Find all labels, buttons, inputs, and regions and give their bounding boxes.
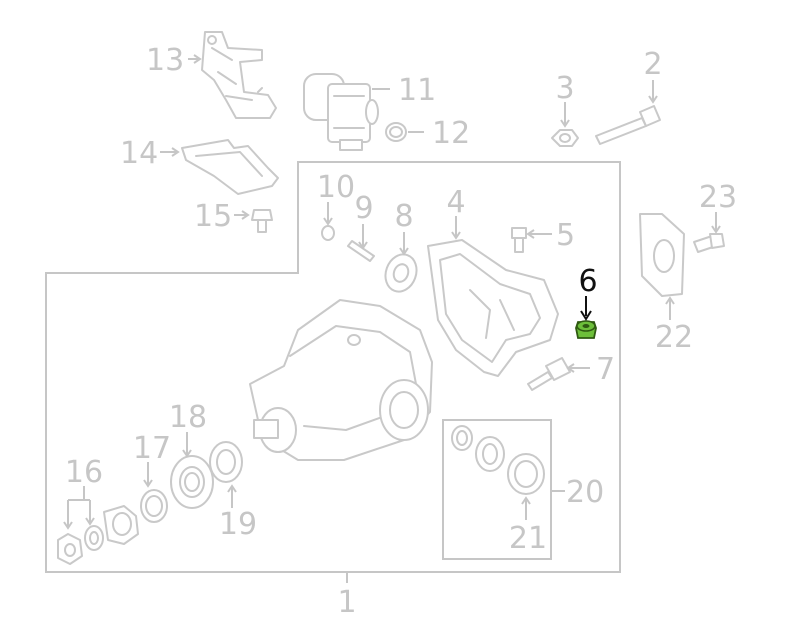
leader-2-arrow <box>648 95 658 104</box>
leader-18-arrow <box>182 449 192 458</box>
leader-5-arrow <box>526 229 535 239</box>
leader-22-arrow <box>665 296 675 305</box>
part-7-sensor[interactable] <box>527 357 571 391</box>
callout-11: 11 <box>398 73 436 108</box>
leader-8-arrow <box>399 247 409 256</box>
callout-5: 5 <box>556 218 575 253</box>
part-21-bearing[interactable] <box>507 453 545 495</box>
part-5-bolt[interactable] <box>511 227 527 253</box>
part-3-nut[interactable] <box>551 129 579 147</box>
leader-17-arrow <box>143 479 153 488</box>
assembly-20-outline <box>442 419 552 560</box>
part-12-o-ring[interactable] <box>385 122 407 142</box>
callout-6: 6 <box>578 264 597 299</box>
callout-10: 10 <box>317 170 355 205</box>
callout-16: 16 <box>65 455 103 490</box>
part-1-differential-housing[interactable] <box>249 299 433 461</box>
leader-7-arrow <box>566 363 575 373</box>
callout-18: 18 <box>169 400 207 435</box>
callout-9: 9 <box>354 191 373 226</box>
callout-17: 17 <box>133 431 171 466</box>
part-14-heat-shield[interactable] <box>181 139 279 195</box>
callout-4: 4 <box>446 185 465 220</box>
callout-1: 1 <box>337 585 356 620</box>
part-22-mount[interactable] <box>639 213 685 297</box>
leader-4-arrow <box>451 231 461 240</box>
part-11-actuator[interactable] <box>303 73 379 151</box>
callout-13: 13 <box>146 43 184 78</box>
callout-19: 19 <box>219 507 257 542</box>
callout-8: 8 <box>394 199 413 234</box>
leader-21-arrow <box>521 496 531 505</box>
callout-2: 2 <box>643 47 662 82</box>
part-8-flange[interactable] <box>380 250 421 296</box>
callout-14: 14 <box>120 136 158 171</box>
part-15-bolt[interactable] <box>251 209 273 233</box>
part-6-plug[interactable] <box>575 320 597 339</box>
leader-3-arrow <box>560 119 570 128</box>
leader-19-arrow <box>227 484 237 493</box>
leader-15-arrow <box>241 210 250 220</box>
part-10-washer[interactable] <box>321 225 335 241</box>
callout-21: 21 <box>509 521 547 556</box>
callout-7: 7 <box>596 352 615 387</box>
leader-13-arrow <box>193 54 202 64</box>
leader-10-arrow <box>323 217 333 226</box>
leader-23-arrow <box>711 225 721 234</box>
part-23-bolt[interactable] <box>693 233 725 253</box>
assembly-1-outline <box>45 161 621 573</box>
leader-14-arrow <box>171 147 180 157</box>
callout-20: 20 <box>566 475 604 510</box>
callout-12: 12 <box>432 116 470 151</box>
part-20-seal-set[interactable] <box>451 425 505 472</box>
part-19-ring[interactable] <box>209 441 243 483</box>
part-18-seal[interactable] <box>170 455 214 509</box>
leader-16 <box>67 486 91 526</box>
leader-16-arrows <box>63 517 95 530</box>
callout-23: 23 <box>699 180 737 215</box>
leader-6-arrow <box>580 310 592 321</box>
callout-3: 3 <box>555 71 574 106</box>
part-17-o-ring[interactable] <box>140 489 168 523</box>
part-13-bracket[interactable] <box>201 31 277 119</box>
part-16-nut-set[interactable] <box>57 505 139 565</box>
part-9-pin[interactable] <box>347 240 375 262</box>
part-4-housing-cover[interactable] <box>427 239 559 377</box>
leader-9-arrow <box>358 241 368 250</box>
part-2-long-bolt[interactable] <box>595 105 661 145</box>
callout-22: 22 <box>655 320 693 355</box>
callout-15: 15 <box>194 199 232 234</box>
